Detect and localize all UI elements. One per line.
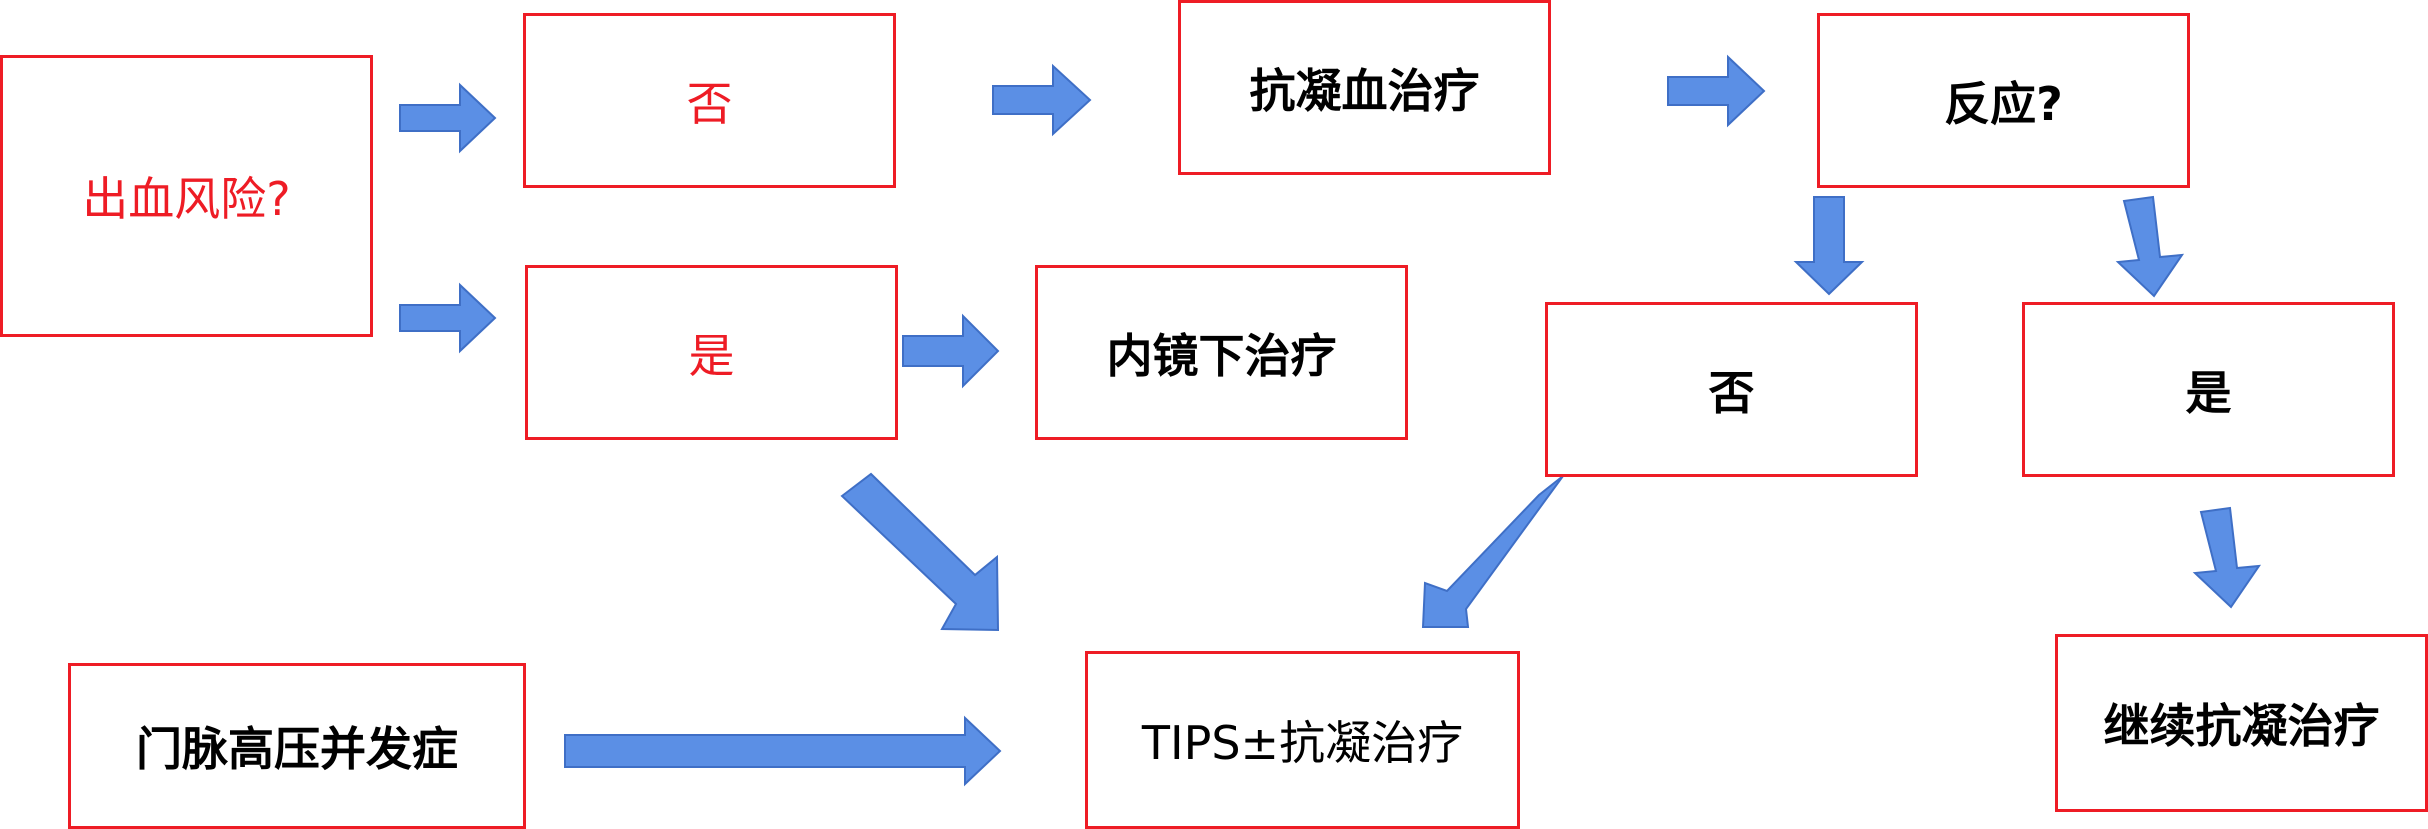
arrow-yes-to-endoscopic (902, 313, 1000, 389)
node-label: 是 (2185, 365, 2232, 420)
node-label: 内镜下治疗 (1106, 328, 1337, 383)
node-label: 门脉高压并发症 (136, 722, 458, 776)
arrow-yes-to-tips (840, 472, 1000, 632)
arrow-no-to-anticoag (992, 63, 1092, 137)
node-label: 否 (1708, 365, 1755, 420)
node-label: 抗凝血治疗 (1249, 63, 1480, 118)
arrow-risk-to-yes (399, 282, 497, 354)
node-label: 继续抗凝治疗 (2103, 699, 2380, 753)
node-bleeding-risk: 出血风险? (0, 55, 373, 337)
node-yes-left: 是 (525, 265, 898, 440)
arrow-response-to-yes (2115, 195, 2185, 298)
node-tips: TIPS±抗凝治疗 (1085, 651, 1520, 829)
arrow-no-to-tips (1421, 475, 1564, 628)
node-no-left: 否 (523, 13, 896, 188)
node-label: 否 (686, 76, 733, 131)
node-label: 反应? (1944, 76, 2063, 131)
arrow-portal-to-tips (564, 715, 1002, 787)
arrow-yes-to-continue (2192, 506, 2262, 609)
node-portal-hypertension: 门脉高压并发症 (68, 663, 526, 829)
node-anticoagulation: 抗凝血治疗 (1178, 0, 1551, 175)
node-continue-anticoagulation: 继续抗凝治疗 (2055, 634, 2428, 812)
node-label: 是 (688, 328, 735, 383)
arrow-response-to-no (1793, 196, 1865, 296)
node-yes-right: 是 (2022, 302, 2395, 477)
node-label: TIPS±抗凝治疗 (1141, 716, 1464, 770)
node-endoscopic: 内镜下治疗 (1035, 265, 1408, 440)
node-label: 出血风险? (82, 172, 291, 226)
node-response: 反应? (1817, 13, 2190, 188)
arrow-risk-to-no (399, 82, 497, 154)
node-no-right: 否 (1545, 302, 1918, 477)
arrow-anticoag-to-response (1667, 54, 1766, 128)
